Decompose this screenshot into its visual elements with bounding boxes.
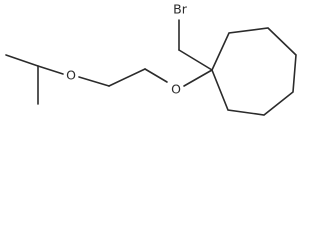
atom-label-oxygen-left: O bbox=[66, 68, 76, 83]
bond-ring-carbon-to-ch2br bbox=[178, 49, 213, 71]
atom-label-oxygen-right: O bbox=[171, 82, 181, 97]
cycloheptane-ring bbox=[211, 27, 297, 116]
bond-ch2-ch2 bbox=[108, 68, 146, 87]
atom-label-bromine: Br bbox=[173, 2, 188, 17]
bond-isopropyl-upper-methyl bbox=[5, 54, 39, 67]
bond-ch2-to-oxygen-right bbox=[144, 68, 168, 83]
bond-isopropyl-to-oxygen bbox=[37, 65, 64, 75]
bond-oxygen-to-ch2-left bbox=[78, 76, 110, 87]
chemical-structure-diagram: Br O O bbox=[5, 2, 297, 116]
bond-oxygen-to-ring-carbon bbox=[183, 69, 213, 87]
